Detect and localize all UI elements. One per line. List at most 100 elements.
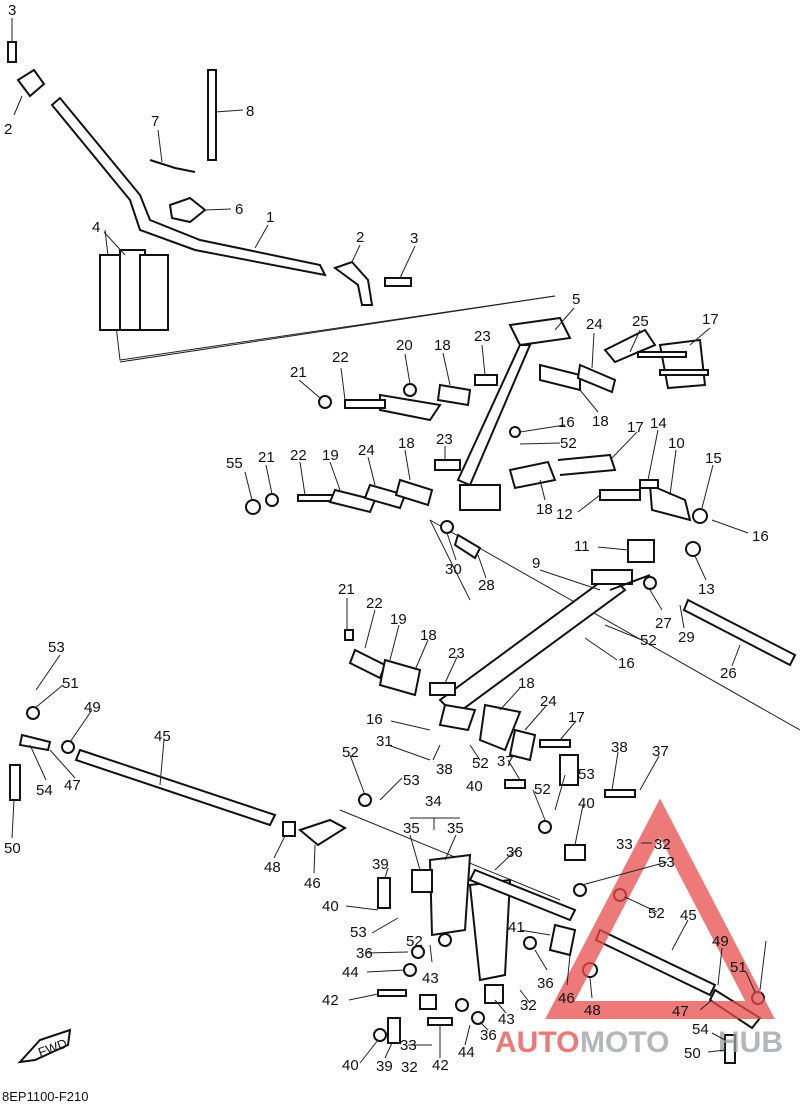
watermark-word-2: MOTO [580,1026,669,1059]
part-label: 21 [338,581,355,598]
part-label: 54 [692,1021,709,1038]
part-label: 41 [508,919,525,936]
part-label: 36 [356,945,373,962]
part-label: 51 [730,959,747,976]
part-label: 17 [568,709,585,726]
part-label: 46 [558,990,575,1007]
part-label: 18 [592,413,609,430]
part-label: 52 [406,933,423,950]
part-label: 47 [672,1003,689,1020]
part-label: 37 [497,753,514,770]
part-label: 38 [436,761,453,778]
part-label: 37 [652,743,669,760]
watermark: AUTO MOTO HUB [495,798,783,1059]
part-label: 8 [246,103,254,120]
part-label: 22 [290,447,307,464]
part-label: 50 [4,840,21,857]
part-label: 53 [658,854,675,871]
part-label: 2 [356,229,364,246]
part-label: 36 [506,844,523,861]
part-label: 32 [520,997,537,1014]
diagram-code: 8EP1100-F210 [2,1089,89,1104]
part-label: 53 [578,766,595,783]
part-labels: 3 2 7 8 6 4 1 2 3 5 24 25 17 22 20 18 23… [4,2,769,1076]
part-label: 44 [458,1044,475,1061]
part-label: 30 [445,561,462,578]
part-label: 52 [534,781,551,798]
lower-linkage [9,629,765,1064]
part-label: 22 [366,595,383,612]
part-label: 40 [578,795,595,812]
part-label: 18 [420,627,437,644]
part-label: 32 [401,1059,418,1076]
part-label: 16 [366,711,383,728]
part-label: 15 [705,450,722,467]
part-label: 52 [342,744,359,761]
handlebar-assembly [7,41,412,331]
part-label: 49 [84,699,101,716]
part-label: 53 [350,924,367,941]
part-label: 33 [616,836,633,853]
part-label: 44 [342,964,359,981]
middle-linkage [245,459,482,560]
part-label: 48 [264,859,281,876]
part-label: 52 [640,632,657,649]
part-label: 31 [376,733,393,750]
tie-rods [74,569,797,997]
part-label: 43 [422,970,439,987]
part-label: 34 [425,793,442,810]
part-label: 42 [432,1057,449,1074]
watermark-word-1: AUTO [495,1026,579,1059]
part-label: 47 [64,777,81,794]
part-label: 29 [678,629,695,646]
part-label: 51 [62,675,79,692]
part-label: 43 [498,1011,515,1028]
part-label: 19 [322,447,339,464]
part-label: 10 [668,435,685,452]
part-label: 52 [472,755,489,772]
part-label: 23 [436,431,453,448]
part-label: 52 [560,435,577,452]
part-label: 18 [398,435,415,452]
part-label: 42 [322,992,339,1009]
part-label: 39 [376,1058,393,1075]
fwd-arrow: FWD [17,1028,72,1064]
part-label: 16 [558,414,575,431]
part-label: 33 [400,1037,417,1054]
part-label: 28 [478,577,495,594]
part-label: 39 [372,856,389,873]
part-label: 40 [322,898,339,915]
part-label: 48 [584,1002,601,1019]
part-label: 24 [586,316,603,333]
part-label: 1 [266,209,274,226]
part-label: 6 [235,201,243,218]
part-label: 5 [572,291,580,308]
part-label: 18 [536,501,553,518]
part-label: 35 [403,820,420,837]
part-label: 3 [8,2,16,19]
part-label: 23 [448,645,465,662]
part-label: 16 [618,655,635,672]
part-label: 53 [48,639,65,656]
part-label: 9 [532,555,540,572]
part-label: 36 [537,975,554,992]
part-label: 17 [627,419,644,436]
part-label: 26 [720,665,737,682]
part-label: 27 [655,615,672,632]
part-label: 40 [466,778,483,795]
part-label: 2 [4,121,12,138]
part-label: 7 [151,113,159,130]
leader-lines [11,18,767,1064]
part-label: 21 [290,364,307,381]
part-label: 12 [556,506,573,523]
part-label: 23 [474,328,491,345]
part-label: 35 [447,820,464,837]
part-label: 17 [702,311,719,328]
part-label: 52 [648,905,665,922]
part-label: 54 [36,782,53,799]
part-label: 46 [304,875,321,892]
part-label: 24 [358,442,375,459]
part-label: 11 [574,538,590,555]
part-label: 18 [518,675,535,692]
part-label: 13 [698,581,715,598]
